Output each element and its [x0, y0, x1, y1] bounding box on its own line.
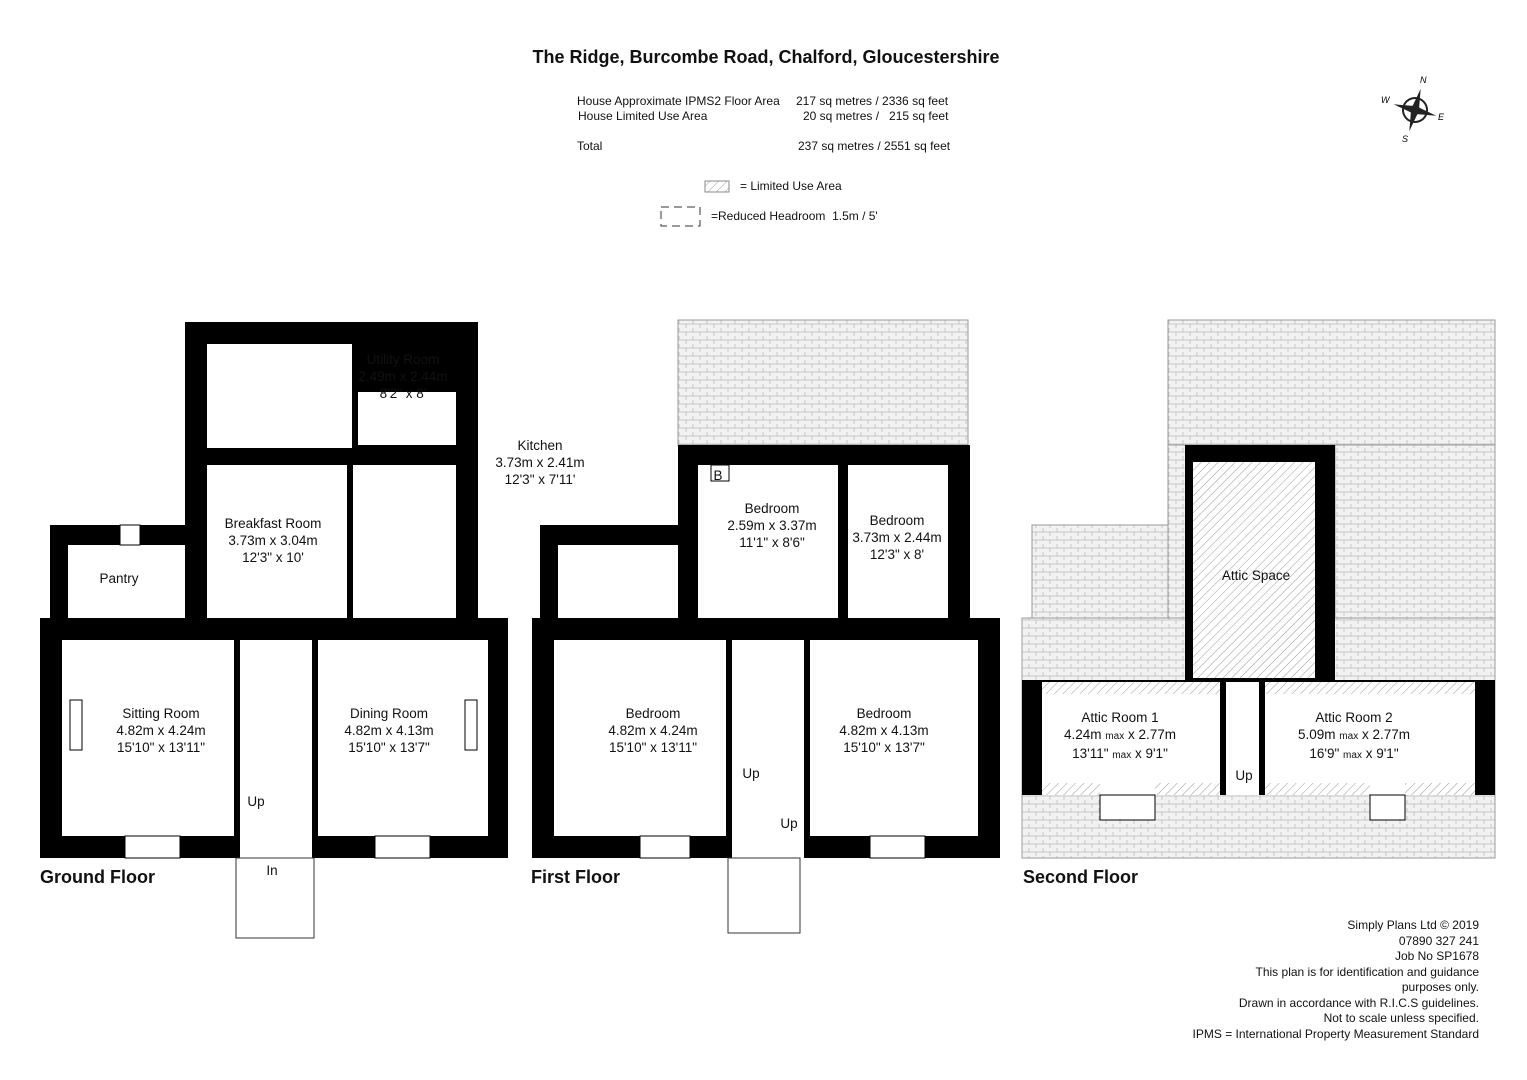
room-imperial-dimensions: 12'3" x 8': [869, 547, 925, 562]
room-metric-dimensions: 2.59m x 3.37m: [727, 518, 817, 533]
max-qualifier: max: [1339, 731, 1359, 742]
room-imperial-dimensions: 13'11" max x 9'1": [1064, 745, 1176, 764]
room-label-attic-space: Attic Space: [1222, 567, 1290, 584]
compass-w: W: [1381, 95, 1391, 105]
room-label-dining-room: Dining Room 4.82m x 4.13m 15'10" x 13'7": [344, 705, 433, 756]
room-imperial-dimensions: 8'2" x 8': [379, 386, 427, 401]
area-value-ipms2: 217 sq metres / 2336 sq feet: [796, 94, 949, 108]
room-metric-dimensions: 4.82m x 4.13m: [839, 723, 929, 738]
area-label-limited: House Limited Use Area: [578, 109, 708, 123]
compass-e: E: [1438, 112, 1445, 122]
room-name: Bedroom: [869, 513, 925, 528]
entrance-in-label: In: [266, 863, 278, 878]
limited-use-swatch: [704, 180, 730, 193]
dimension-part: 4.24m: [1064, 727, 1102, 742]
floor-label-first: First Floor: [531, 867, 620, 887]
room-label-bedroom: Bedroom 2.59m x 3.37m 11'1" x 8'6": [727, 500, 816, 551]
stairs-up-label: Up: [1235, 768, 1253, 783]
room-imperial-dimensions: 12'3" x 10': [242, 550, 304, 565]
room-metric-dimensions: 4.24m max x 2.77m: [1064, 726, 1176, 745]
footer-disclaimer-2: purposes only.: [1401, 980, 1479, 994]
room-name: Attic Space: [1221, 568, 1291, 583]
dimension-part: x 2.77m: [1127, 727, 1176, 742]
plan-title: The Ridge, Burcombe Road, Chalford, Glou…: [532, 47, 1000, 67]
room-metric-dimensions: 3.73m x 2.41m: [495, 455, 585, 470]
dimension-part: x 9'1": [1365, 746, 1399, 761]
room-label-breakfast-room: Breakfast Room 3.73m x 3.04m 12'3" x 10': [225, 515, 322, 566]
dimension-part: x 2.77m: [1361, 727, 1410, 742]
room-imperial-dimensions: 15'10" x 13'7": [843, 740, 925, 755]
area-value-limited: 20 sq metres / 215 sq feet: [803, 109, 949, 123]
room-name: Breakfast Room: [224, 516, 322, 531]
room-label-pantry: Pantry: [99, 570, 138, 587]
stairs-up-label: Up: [780, 816, 798, 831]
room-name: Attic Room 1: [1081, 710, 1159, 725]
area-label-ipms2: House Approximate IPMS2 Floor Area: [577, 94, 780, 108]
room-label-bedroom: Bedroom 3.73m x 2.44m 12'3" x 8': [852, 512, 941, 563]
room-imperial-dimensions: 15'10" x 13'11": [608, 740, 698, 755]
room-imperial-dimensions: 16'9" max x 9'1": [1298, 745, 1410, 764]
area-value-total: 237 sq metres / 2551 sq feet: [798, 139, 951, 153]
reduced-headroom-swatch: [660, 206, 701, 227]
floor-label-second: Second Floor: [1023, 867, 1139, 887]
room-name: Utility Room: [366, 352, 440, 367]
room-metric-dimensions: 4.82m x 4.24m: [608, 723, 698, 738]
boiler-label: B: [713, 468, 723, 483]
room-name: Pantry: [99, 571, 139, 586]
footer-phone: 07890 327 241: [1398, 933, 1479, 948]
footer-disclaimer-1: This plan is for identification and guid…: [1255, 964, 1479, 979]
room-name: Attic Room 2: [1315, 710, 1393, 725]
room-label-bedroom: Bedroom 4.82m x 4.24m 15'10" x 13'11": [608, 705, 697, 756]
room-imperial-dimensions: 12'3" x 7'11': [504, 472, 576, 487]
room-name: Kitchen: [517, 438, 563, 453]
max-qualifier: max: [1343, 750, 1362, 761]
footer-job: Job No SP1678: [1394, 949, 1479, 963]
dimension-part: 5.09m: [1298, 727, 1336, 742]
compass-s: S: [1402, 134, 1408, 144]
room-metric-dimensions: 2.49m x 2.44m: [358, 369, 448, 384]
footer-company: Simply Plans Ltd © 2019: [1347, 918, 1479, 932]
compass-n: N: [1420, 75, 1427, 85]
room-label-utility-room: Utility Room 2.49m x 2.44m 8'2" x 8': [358, 351, 447, 402]
room-metric-dimensions: 3.73m x 3.04m: [228, 533, 318, 548]
room-label-bedroom: Bedroom 4.82m x 4.13m 15'10" x 13'7": [839, 705, 928, 756]
legend-limited-use: = Limited Use Area: [740, 179, 842, 193]
ground-floor-plan: [40, 322, 508, 939]
dimension-part: 16'9": [1309, 746, 1340, 761]
room-name: Bedroom: [625, 706, 681, 721]
max-qualifier: max: [1105, 731, 1125, 742]
room-name: Bedroom: [744, 501, 800, 516]
footer-notes: Simply Plans Ltd © 2019 07890 327 241 Jo…: [1193, 918, 1479, 1042]
compass-icon: [1393, 88, 1437, 132]
footer-ipms: IPMS = International Property Measuremen…: [1192, 1026, 1479, 1041]
room-name: Dining Room: [349, 706, 429, 721]
room-label-kitchen: Kitchen 3.73m x 2.41m 12'3" x 7'11': [495, 437, 584, 488]
room-imperial-dimensions: 11'1" x 8'6": [739, 535, 805, 550]
room-name: Bedroom: [856, 706, 912, 721]
stairs-up-label: Up: [742, 766, 760, 781]
room-imperial-dimensions: 15'10" x 13'7": [348, 740, 430, 755]
footer-scale: Not to scale unless specified.: [1323, 1011, 1479, 1025]
dimension-part: 13'11": [1072, 746, 1109, 761]
footer-rics: Drawn in accordance with R.I.C.S guideli…: [1238, 995, 1479, 1010]
first-floor-plan: [532, 319, 1000, 934]
second-floor-plan: [1021, 319, 1496, 859]
dimension-part: x 9'1": [1134, 746, 1168, 761]
room-metric-dimensions: 5.09m max x 2.77m: [1298, 726, 1410, 745]
room-name: Sitting Room: [122, 706, 200, 721]
room-label-sitting-room: Sitting Room 4.82m x 4.24m 15'10" x 13'11": [116, 705, 205, 756]
legend-reduced-headroom: =Reduced Headroom 1.5m / 5': [711, 209, 878, 223]
room-imperial-dimensions: 15'10" x 13'11": [116, 740, 206, 755]
room-metric-dimensions: 4.82m x 4.13m: [344, 723, 434, 738]
max-qualifier: max: [1112, 750, 1132, 761]
floor-label-ground: Ground Floor: [40, 867, 155, 887]
room-metric-dimensions: 3.73m x 2.44m: [852, 530, 942, 545]
stairs-up-label: Up: [247, 794, 265, 809]
room-metric-dimensions: 4.82m x 4.24m: [116, 723, 206, 738]
area-label-total: Total: [577, 139, 603, 153]
